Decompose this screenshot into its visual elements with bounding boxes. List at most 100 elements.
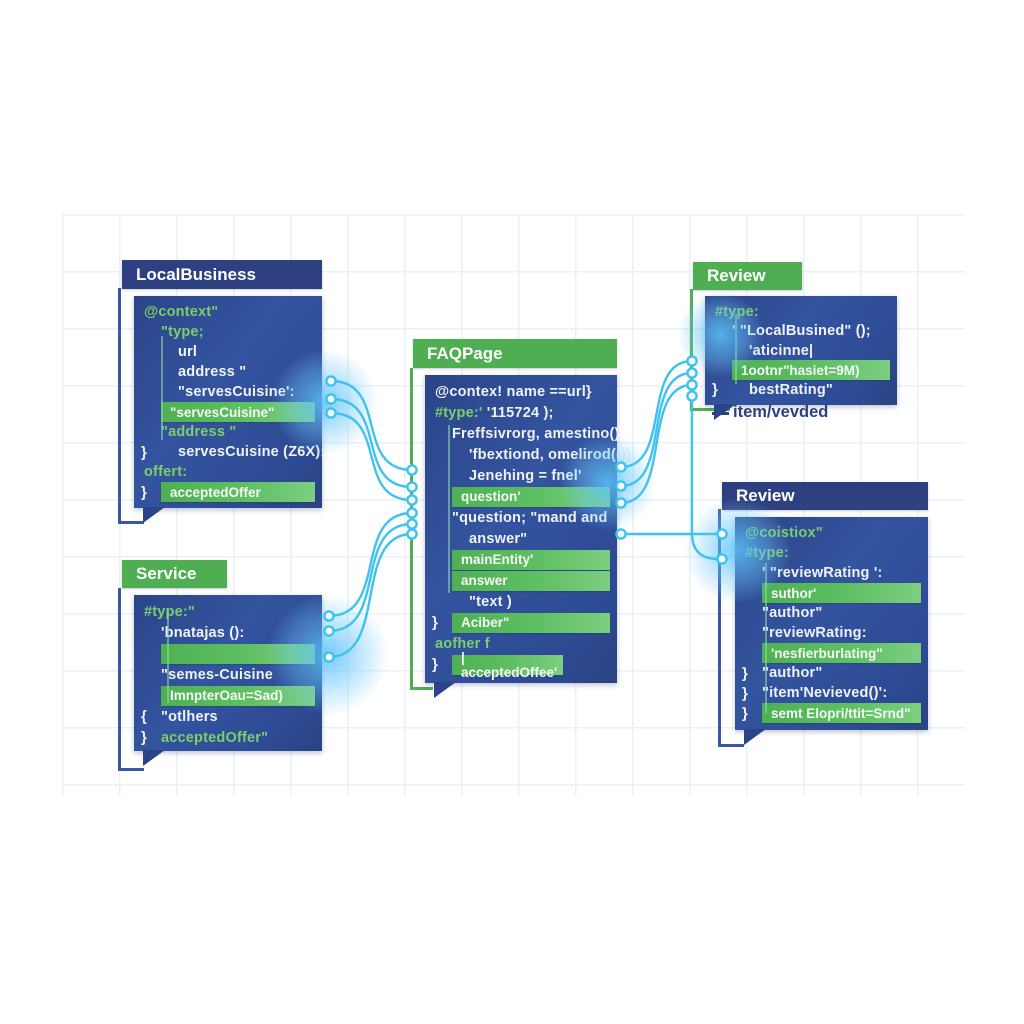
code-row: @contex! name ==url} xyxy=(425,381,617,402)
highlight-bar: answer xyxy=(452,570,610,591)
code-row: "reviewRating: xyxy=(735,623,928,643)
code-text: acceptedOffer" xyxy=(161,729,269,746)
highlight-bar xyxy=(161,643,315,664)
code-row: "servesCuisine': xyxy=(134,382,322,402)
gutter-brace: { xyxy=(141,708,147,725)
highlight-bar: semt Elopri/ttit=Srnd" xyxy=(762,703,921,723)
highlight-bar: "servesCuisine" xyxy=(161,402,315,422)
code-row: @context" xyxy=(134,302,322,322)
highlight-bar-row: }| acceptedOffee' xyxy=(425,650,617,680)
code-text: "text ) xyxy=(469,593,512,610)
code-row: } acceptedOffer" xyxy=(134,727,322,748)
code-row: "text ) xyxy=(425,591,617,612)
code-row: 'bnatajas (): xyxy=(134,622,322,643)
indent-guide xyxy=(161,336,163,440)
node-review-top-header: Review xyxy=(693,262,802,290)
code-text: "item'Nevieved()': xyxy=(762,685,888,701)
code-text: servesCuisine (Z6X); xyxy=(178,444,326,460)
code-row: @coistiox" xyxy=(735,523,928,543)
node-tail xyxy=(434,682,456,698)
code-row: offert: xyxy=(134,462,322,482)
code-row: #type:" xyxy=(134,601,322,622)
highlight-bar: suthor' xyxy=(762,583,921,603)
code-text: #type:' xyxy=(435,404,487,421)
code-row: "author" xyxy=(735,603,928,623)
node-service-title: Service xyxy=(136,564,197,583)
code-text: "question; "mand and xyxy=(452,509,608,526)
code-row: "type; xyxy=(134,322,322,342)
gutter-brace: } xyxy=(742,664,748,682)
node-review-bottom-title: Review xyxy=(736,486,795,505)
code-text: ' "LocalBusined" (); xyxy=(732,323,871,340)
highlight-bar: mainEntity' xyxy=(452,549,610,570)
code-row: {"otlhers xyxy=(134,706,322,727)
node-tail xyxy=(143,507,165,523)
code-row: #type: xyxy=(705,302,897,322)
code-row: 'fbextiond, omelirod(()) xyxy=(425,444,631,465)
node-localbusiness-body: @context" "type; url address " "servesCuisin… xyxy=(134,296,326,523)
indent-guide xyxy=(167,611,169,703)
code-row: #type:' '115724 ); xyxy=(425,402,617,423)
highlight-bar-row: question' xyxy=(425,486,617,507)
code-row: ' "reviewRating ': xyxy=(735,563,928,583)
node-tail xyxy=(744,729,766,745)
code-text: "type; xyxy=(161,324,204,340)
code-text: "semes-Cuisine xyxy=(161,666,274,683)
code-text: address " xyxy=(178,364,247,380)
code-text: @contex! xyxy=(435,383,507,400)
code-row: "semes-Cuisine xyxy=(134,664,322,685)
highlight-bar-row: suthor' xyxy=(735,583,928,603)
highlight-bar-row: 'nesfierburlating" xyxy=(735,643,928,663)
highlight-bar-row: answer xyxy=(425,570,617,591)
gutter-brace: } xyxy=(742,684,748,702)
highlight-bar: question' xyxy=(452,486,610,507)
node-faqpage-title: FAQPage xyxy=(427,343,503,363)
code-row: "address " xyxy=(134,422,322,442)
code-row: } "item'Nevieved()': xyxy=(735,683,928,703)
code-text: @context" xyxy=(144,304,219,320)
code-text: Jenehing = fnel' xyxy=(469,467,582,484)
code-text: url xyxy=(178,344,198,360)
code-row: ' "LocalBusined" (); xyxy=(705,322,897,342)
gutter-brace: } xyxy=(141,729,147,746)
item-reviewed-dash xyxy=(712,412,729,415)
highlight-bar: acceptedOffer xyxy=(161,482,315,502)
code-text: @coistiox" xyxy=(745,525,823,541)
code-row: Freffsivrorg, amestino() xyxy=(425,423,620,444)
code-row: #type: xyxy=(735,543,928,563)
highlight-bar: | acceptedOffee' xyxy=(452,650,564,680)
highlight-bar-row: mainEntity' xyxy=(425,549,617,570)
node-review-bottom-body: @coistiox" #type: ' "reviewRating ': suthor… xyxy=(735,517,928,745)
gutter-brace: } xyxy=(141,443,147,461)
code-text: answer" xyxy=(469,530,528,547)
highlight-bar-row xyxy=(134,643,322,664)
highlight-bar-row: 1ootnr"hasiet=9M) xyxy=(705,360,897,381)
code-text: "servesCuisine': xyxy=(178,384,295,400)
node-tail xyxy=(143,750,165,766)
code-text: "author" xyxy=(762,665,823,681)
gutter-brace: } xyxy=(141,483,147,501)
highlight-bar: 1ootnr"hasiet=9M) xyxy=(732,360,890,381)
code-text: bestRating" xyxy=(749,381,833,398)
gutter-brace: } xyxy=(712,381,718,399)
node-localbusiness-title: LocalBusiness xyxy=(136,264,256,284)
code-text: 'bnatajas (): xyxy=(161,624,245,641)
code-text: Freffsivrorg, amestino() xyxy=(452,425,620,442)
code-text: 'fbextiond, omelirod(()) xyxy=(469,446,632,463)
highlight-bar-row: } semt Elopri/ttit=Srnd" xyxy=(735,703,928,723)
code-row: "question; "mand and xyxy=(425,507,617,528)
code-text: "reviewRating: xyxy=(762,625,867,641)
service-bracket xyxy=(118,588,144,771)
node-faqpage-body: @contex! name ==url}#type:' '115724 );Fr… xyxy=(425,375,631,698)
code-row: url xyxy=(134,342,322,362)
code-text: name ==url} xyxy=(506,383,592,400)
highlight-bar-row: ImnpterOau=Sad) xyxy=(134,685,322,706)
node-review-top-title: Review xyxy=(707,266,766,285)
indent-guide xyxy=(448,425,450,593)
code-text: ' "reviewRating ': xyxy=(762,565,883,581)
review-bottom-bracket xyxy=(718,509,744,747)
gutter-brace: } xyxy=(742,704,748,722)
indent-guide xyxy=(765,563,767,713)
